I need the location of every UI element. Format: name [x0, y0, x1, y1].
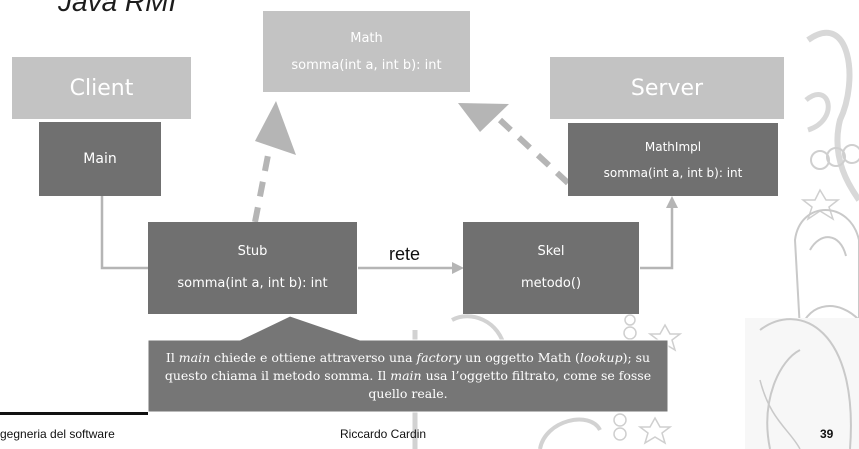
stub-name: Stub: [237, 244, 268, 259]
mathimpl-method: somma(int a, int b): int: [603, 165, 743, 180]
skel-name: Skel: [537, 244, 565, 259]
rete-label: rete: [389, 244, 421, 264]
stub-method: somma(int a, int b): int: [177, 276, 328, 291]
slide-title: Java RMI: [58, 0, 177, 17]
footer-author: Riccardo Cardin: [340, 427, 427, 441]
page-number: 39: [820, 427, 834, 441]
stub-box: Stub somma(int a, int b): int: [148, 222, 357, 314]
mathimpl-name: MathImpl: [644, 139, 702, 154]
main-box: Main: [39, 122, 161, 196]
skel-box: Skel metodo(): [463, 222, 639, 314]
math-interface-name: Math: [350, 30, 383, 46]
math-interface-box: Math somma(int a, int b): int: [263, 11, 470, 92]
callout-paragraph: Il main chiede e ottiene attraverso una …: [164, 350, 652, 401]
footer-rule: [0, 412, 148, 415]
server-box: Server: [550, 57, 784, 119]
callout-text: Il main chiede e ottiene attraverso una …: [148, 340, 668, 412]
mathimpl-box: MathImpl somma(int a, int b): int: [568, 123, 778, 196]
client-box: Client: [12, 57, 191, 119]
skel-method: metodo(): [520, 276, 582, 291]
footer-course: gegneria del software: [0, 427, 115, 441]
math-interface-method: somma(int a, int b): int: [291, 57, 442, 73]
